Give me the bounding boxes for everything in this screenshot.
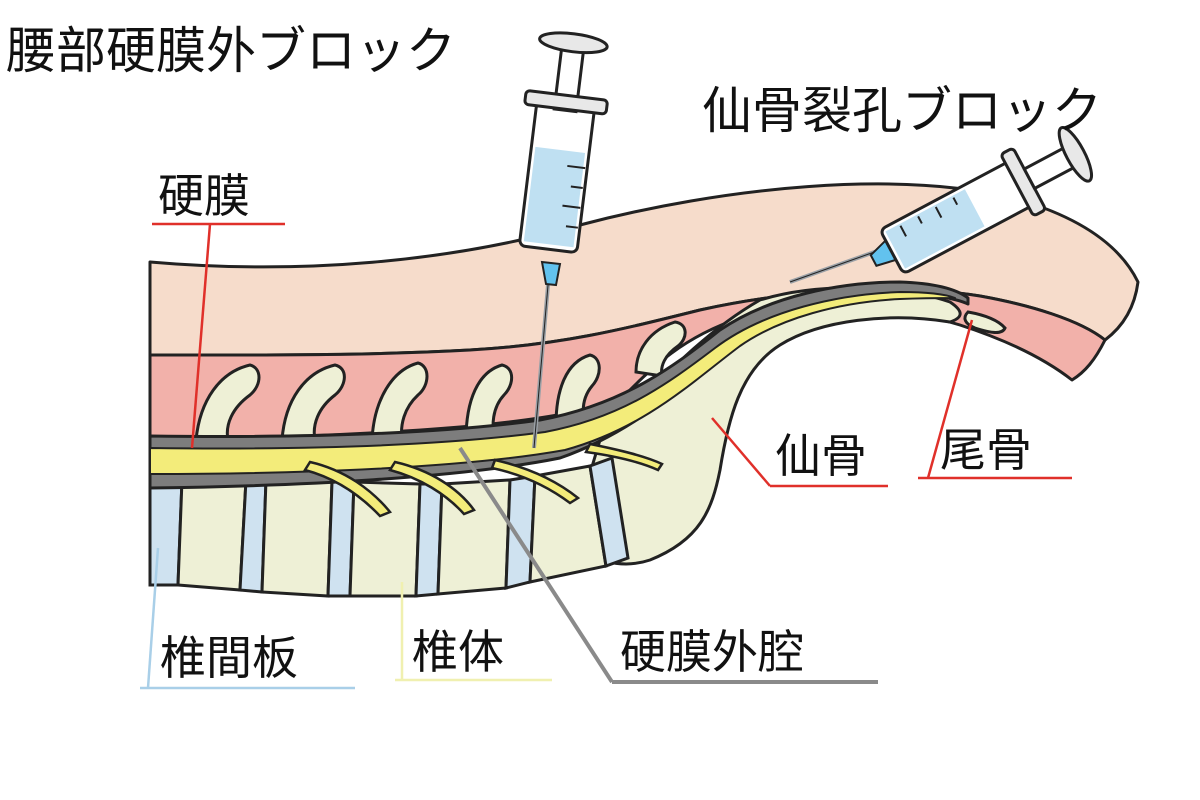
nerve-root [490,458,581,505]
lumbar-epidural-block-title: 腰部硬膜外ブロック [6,22,456,80]
dura-mater [148,280,970,490]
nerve-root [584,442,664,472]
nerve-root [303,460,393,518]
spinous-process [554,353,601,427]
caudal-needle-outline [789,249,881,283]
caudal-syringe-thumb-rest [1057,125,1094,183]
caudal-block-title: 仙骨裂孔ブロック [702,82,1102,140]
intervertebral-disc [588,455,630,569]
vertebral-column [148,455,630,598]
exiting-nerves [303,442,664,518]
spinous-processes [194,320,687,442]
coccyx-leader [926,319,974,479]
dura-leader [190,223,212,449]
vertebral-body-label: 椎体 [412,625,504,679]
nerve-root [388,460,476,516]
spinous-process [194,363,261,442]
spinous-process [634,320,687,378]
caudal-syringe [789,125,1094,284]
dura-mater-label: 硬膜 [158,169,250,223]
coccyx-bone [963,310,1007,334]
sacrum-leader [711,417,771,487]
lumbar-syringe-fluid [523,146,586,248]
vertebral-body [176,478,248,592]
coccyx-label: 尾骨 [940,423,1032,477]
sacrum-label: 仙骨 [775,429,867,483]
spinal-nerve-roots [149,291,956,475]
caudal-syringe-fluid [885,189,985,269]
spinous-process [280,363,346,442]
lumbar-syringe-thumb-rest [538,31,609,55]
leader-lines [140,222,1072,690]
vertebral-body [260,478,334,598]
epidural-space-leader [458,446,614,684]
disc-leader [146,547,160,689]
epidural-space-label: 硬膜外腔 [620,625,804,679]
intervertebral-disc-label: 椎間板 [160,631,298,685]
lumbar-needle-outline [533,261,551,449]
lumbar-syringe-flange [523,89,609,116]
lumbar-needle-hub [540,260,562,287]
lumbar-syringe [518,31,609,449]
sacrum-bone [568,286,962,566]
spinous-process [370,361,429,442]
spinous-process [464,363,514,442]
